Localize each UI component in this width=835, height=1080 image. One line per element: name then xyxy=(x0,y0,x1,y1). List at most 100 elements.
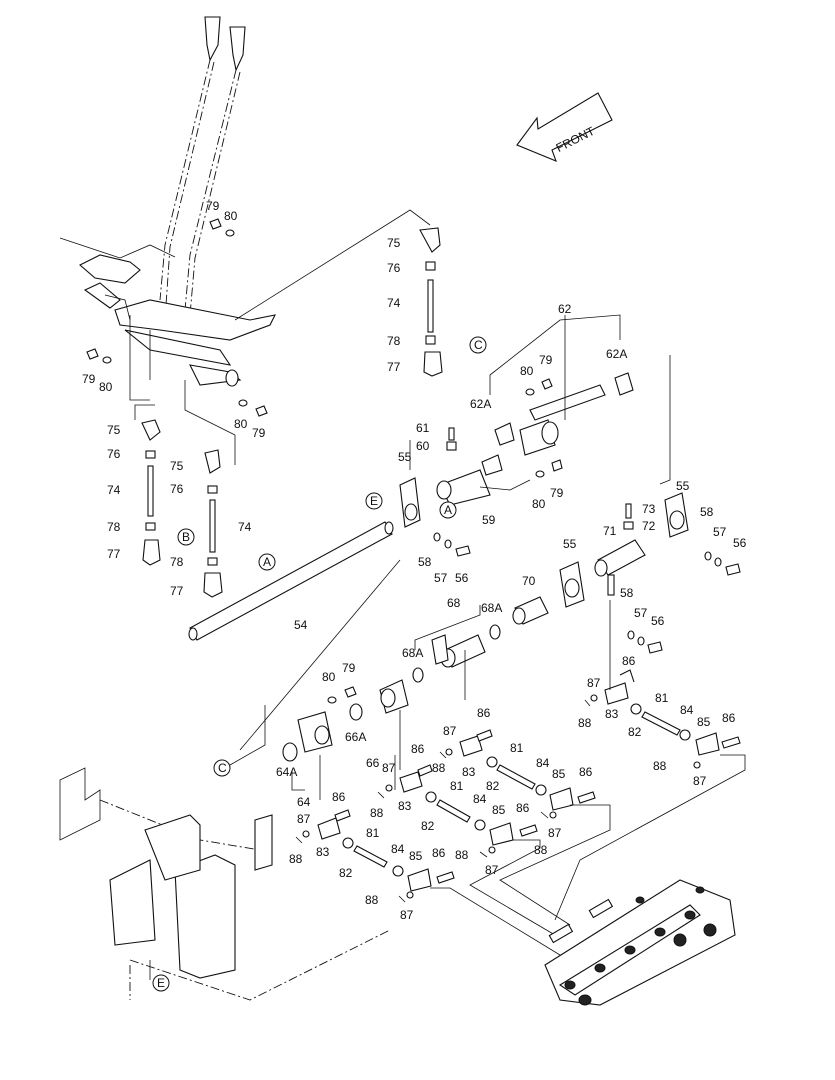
part-label: 56 xyxy=(733,536,747,550)
part-label: 88 xyxy=(432,761,446,775)
lever-71 xyxy=(594,539,646,596)
part-label: 75 xyxy=(107,423,121,437)
part-label: 81 xyxy=(510,741,524,755)
part-label: 82 xyxy=(339,866,353,880)
part-label: 86 xyxy=(411,742,425,756)
part-label: 62A xyxy=(470,397,491,411)
part-label: 81 xyxy=(655,691,669,705)
part-label: 57 xyxy=(634,606,648,620)
part-label: 87 xyxy=(297,812,311,826)
part-label: 86 xyxy=(477,706,491,720)
part-label: 83 xyxy=(462,765,476,779)
nut-79-washer-80-mid xyxy=(238,399,268,417)
part-label: 86 xyxy=(622,654,636,668)
part-label: 87 xyxy=(485,863,499,877)
part-label: 66A xyxy=(345,730,366,744)
part-label: 87 xyxy=(382,761,396,775)
clevis-group-1 xyxy=(584,600,741,769)
part-label: 74 xyxy=(387,296,401,310)
part-label: 88 xyxy=(365,893,379,907)
bushing-70 xyxy=(489,596,549,640)
part-label: 79 xyxy=(342,661,356,675)
part-label: 68 xyxy=(447,596,461,610)
part-label: 72 xyxy=(642,519,656,533)
lever-64 xyxy=(229,705,333,800)
part-label: 82 xyxy=(628,725,642,739)
part-label: 80 xyxy=(322,670,336,684)
part-label: 79 xyxy=(539,353,553,367)
part-label: 58 xyxy=(700,505,714,519)
part-label: 68A xyxy=(481,601,502,615)
part-label: 87 xyxy=(587,676,601,690)
lever-62-assembly xyxy=(481,314,671,485)
part-label: 73 xyxy=(642,502,656,516)
part-label: 88 xyxy=(534,843,548,857)
part-label: 70 xyxy=(522,574,536,588)
part-label: 86 xyxy=(516,801,530,815)
bracket-55-middle xyxy=(559,561,585,608)
part-label: 55 xyxy=(676,479,690,493)
callout-E-upper: E xyxy=(365,492,383,510)
part-label: 87 xyxy=(443,724,457,738)
part-label: 81 xyxy=(450,779,464,793)
part-label: 61 xyxy=(416,421,430,435)
part-label: 81 xyxy=(366,826,380,840)
part-label: 88 xyxy=(455,848,469,862)
part-label: 80 xyxy=(99,380,113,394)
callout-A-upper: A xyxy=(439,501,457,519)
callout-E-lower-text: E xyxy=(157,976,165,990)
shaft-54 xyxy=(188,521,394,641)
part-label: 80 xyxy=(234,417,248,431)
clevis-group-4 xyxy=(295,809,455,903)
part-label: 79 xyxy=(550,486,564,500)
part-label: 76 xyxy=(107,447,121,461)
part-label: 82 xyxy=(421,819,435,833)
part-label: 66 xyxy=(366,756,380,770)
part-label: 83 xyxy=(605,707,619,721)
part-label: 85 xyxy=(409,849,423,863)
part-label: 56 xyxy=(651,614,665,628)
part-label: 62A xyxy=(606,347,627,361)
part-label: 78 xyxy=(170,555,184,569)
part-label: 86 xyxy=(332,790,346,804)
callout-A-upper-text: A xyxy=(444,503,452,517)
callout-A-lower: A xyxy=(258,553,276,571)
callout-C-upper-text: C xyxy=(474,338,483,352)
part-label: 56 xyxy=(455,571,469,585)
part-label: 68A xyxy=(402,646,423,660)
part-label: 85 xyxy=(492,803,506,817)
part-label: 79 xyxy=(206,199,220,213)
part-label: 84 xyxy=(473,792,487,806)
part-label: 64A xyxy=(276,765,297,779)
part-label: 57 xyxy=(434,571,448,585)
control-levers xyxy=(59,16,276,387)
part-label: 88 xyxy=(578,716,592,730)
callout-E-upper-text: E xyxy=(370,494,378,508)
part-label: 86 xyxy=(579,765,593,779)
part-label: 71 xyxy=(603,524,617,538)
part-label: 77 xyxy=(387,360,401,374)
part-label: 80 xyxy=(520,364,534,378)
part-label: 80 xyxy=(532,497,546,511)
part-label: 85 xyxy=(697,715,711,729)
part-label: 59 xyxy=(482,513,496,527)
part-label: 55 xyxy=(398,450,412,464)
part-label: 75 xyxy=(170,459,184,473)
part-label: 86 xyxy=(432,846,446,860)
control-valve xyxy=(544,879,736,1006)
part-label: 88 xyxy=(289,852,303,866)
rod-assembly-left xyxy=(134,404,161,566)
frame-bracket xyxy=(59,767,391,1001)
callout-B: B xyxy=(177,528,195,546)
nut-79-washer-80-top xyxy=(209,218,235,237)
hardware-58-57-56-middle xyxy=(627,630,663,654)
part-label: 75 xyxy=(387,236,401,250)
part-label: 85 xyxy=(552,767,566,781)
callout-A-lower-text: A xyxy=(263,555,271,569)
part-label: 87 xyxy=(400,908,414,922)
part-label: 78 xyxy=(387,334,401,348)
part-label: 79 xyxy=(82,372,96,386)
part-label: 77 xyxy=(170,584,184,598)
clevis-group-3 xyxy=(377,755,538,858)
